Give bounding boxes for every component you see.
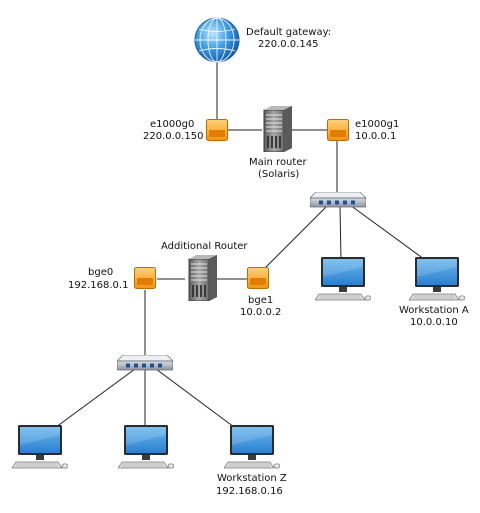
main-router-name: Main router (249, 157, 307, 168)
workstation-a-name: Workstation A (399, 305, 469, 316)
desktop-computer-icon-unnamed (315, 257, 371, 301)
link-switch-bge1 (264, 204, 329, 269)
additional-router-label: Additional Router (161, 241, 248, 252)
network-interface-icon-e1000g0 (206, 119, 228, 141)
workstation-z-ip: 192.168.0.16 (216, 486, 283, 497)
e1000g1-name: e1000g1 (355, 119, 399, 130)
main-router-os: (Solaris) (258, 169, 299, 180)
workstation-z-name: Workstation Z (217, 473, 287, 484)
server-tower-icon-main-router (263, 106, 292, 152)
bge1-ip: 10.0.0.2 (240, 307, 281, 318)
globe-icon (194, 17, 240, 63)
e1000g0-name: e1000g0 (150, 119, 194, 130)
desktop-computer-icon-workstation-z (224, 425, 280, 469)
network-interface-icon-bge0 (134, 267, 156, 289)
server-tower-icon-additional-router (188, 255, 217, 301)
network-interface-icon-e1000g1 (327, 119, 349, 141)
link-switch-workstation-left (51, 368, 136, 431)
gateway-ip: 220.0.0.145 (258, 39, 318, 50)
network-interface-icon-bge1 (247, 267, 269, 289)
bge1-name: bge1 (248, 295, 273, 306)
link-switch-workstation-unnamed (339, 205, 342, 261)
e1000g0-ip: 220.0.0.150 (143, 131, 203, 142)
link-switch-workstation-a (349, 204, 429, 263)
link-switch-workstation-z (155, 368, 239, 431)
bge0-name: bge0 (88, 267, 113, 278)
bge0-ip: 192.168.0.1 (68, 280, 128, 291)
desktop-computer-icon-left (12, 425, 68, 469)
connection-lines (51, 62, 429, 431)
e1000g1-ip: 10.0.0.1 (355, 131, 396, 142)
gateway-title: Default gateway: (246, 27, 331, 38)
network-switch-icon-upper (310, 192, 366, 208)
desktop-computer-icon-workstation-a (409, 257, 465, 301)
desktop-computer-icon-middle (118, 425, 174, 469)
workstation-a-ip: 10.0.0.10 (410, 317, 458, 328)
network-switch-icon-lower (117, 355, 173, 371)
